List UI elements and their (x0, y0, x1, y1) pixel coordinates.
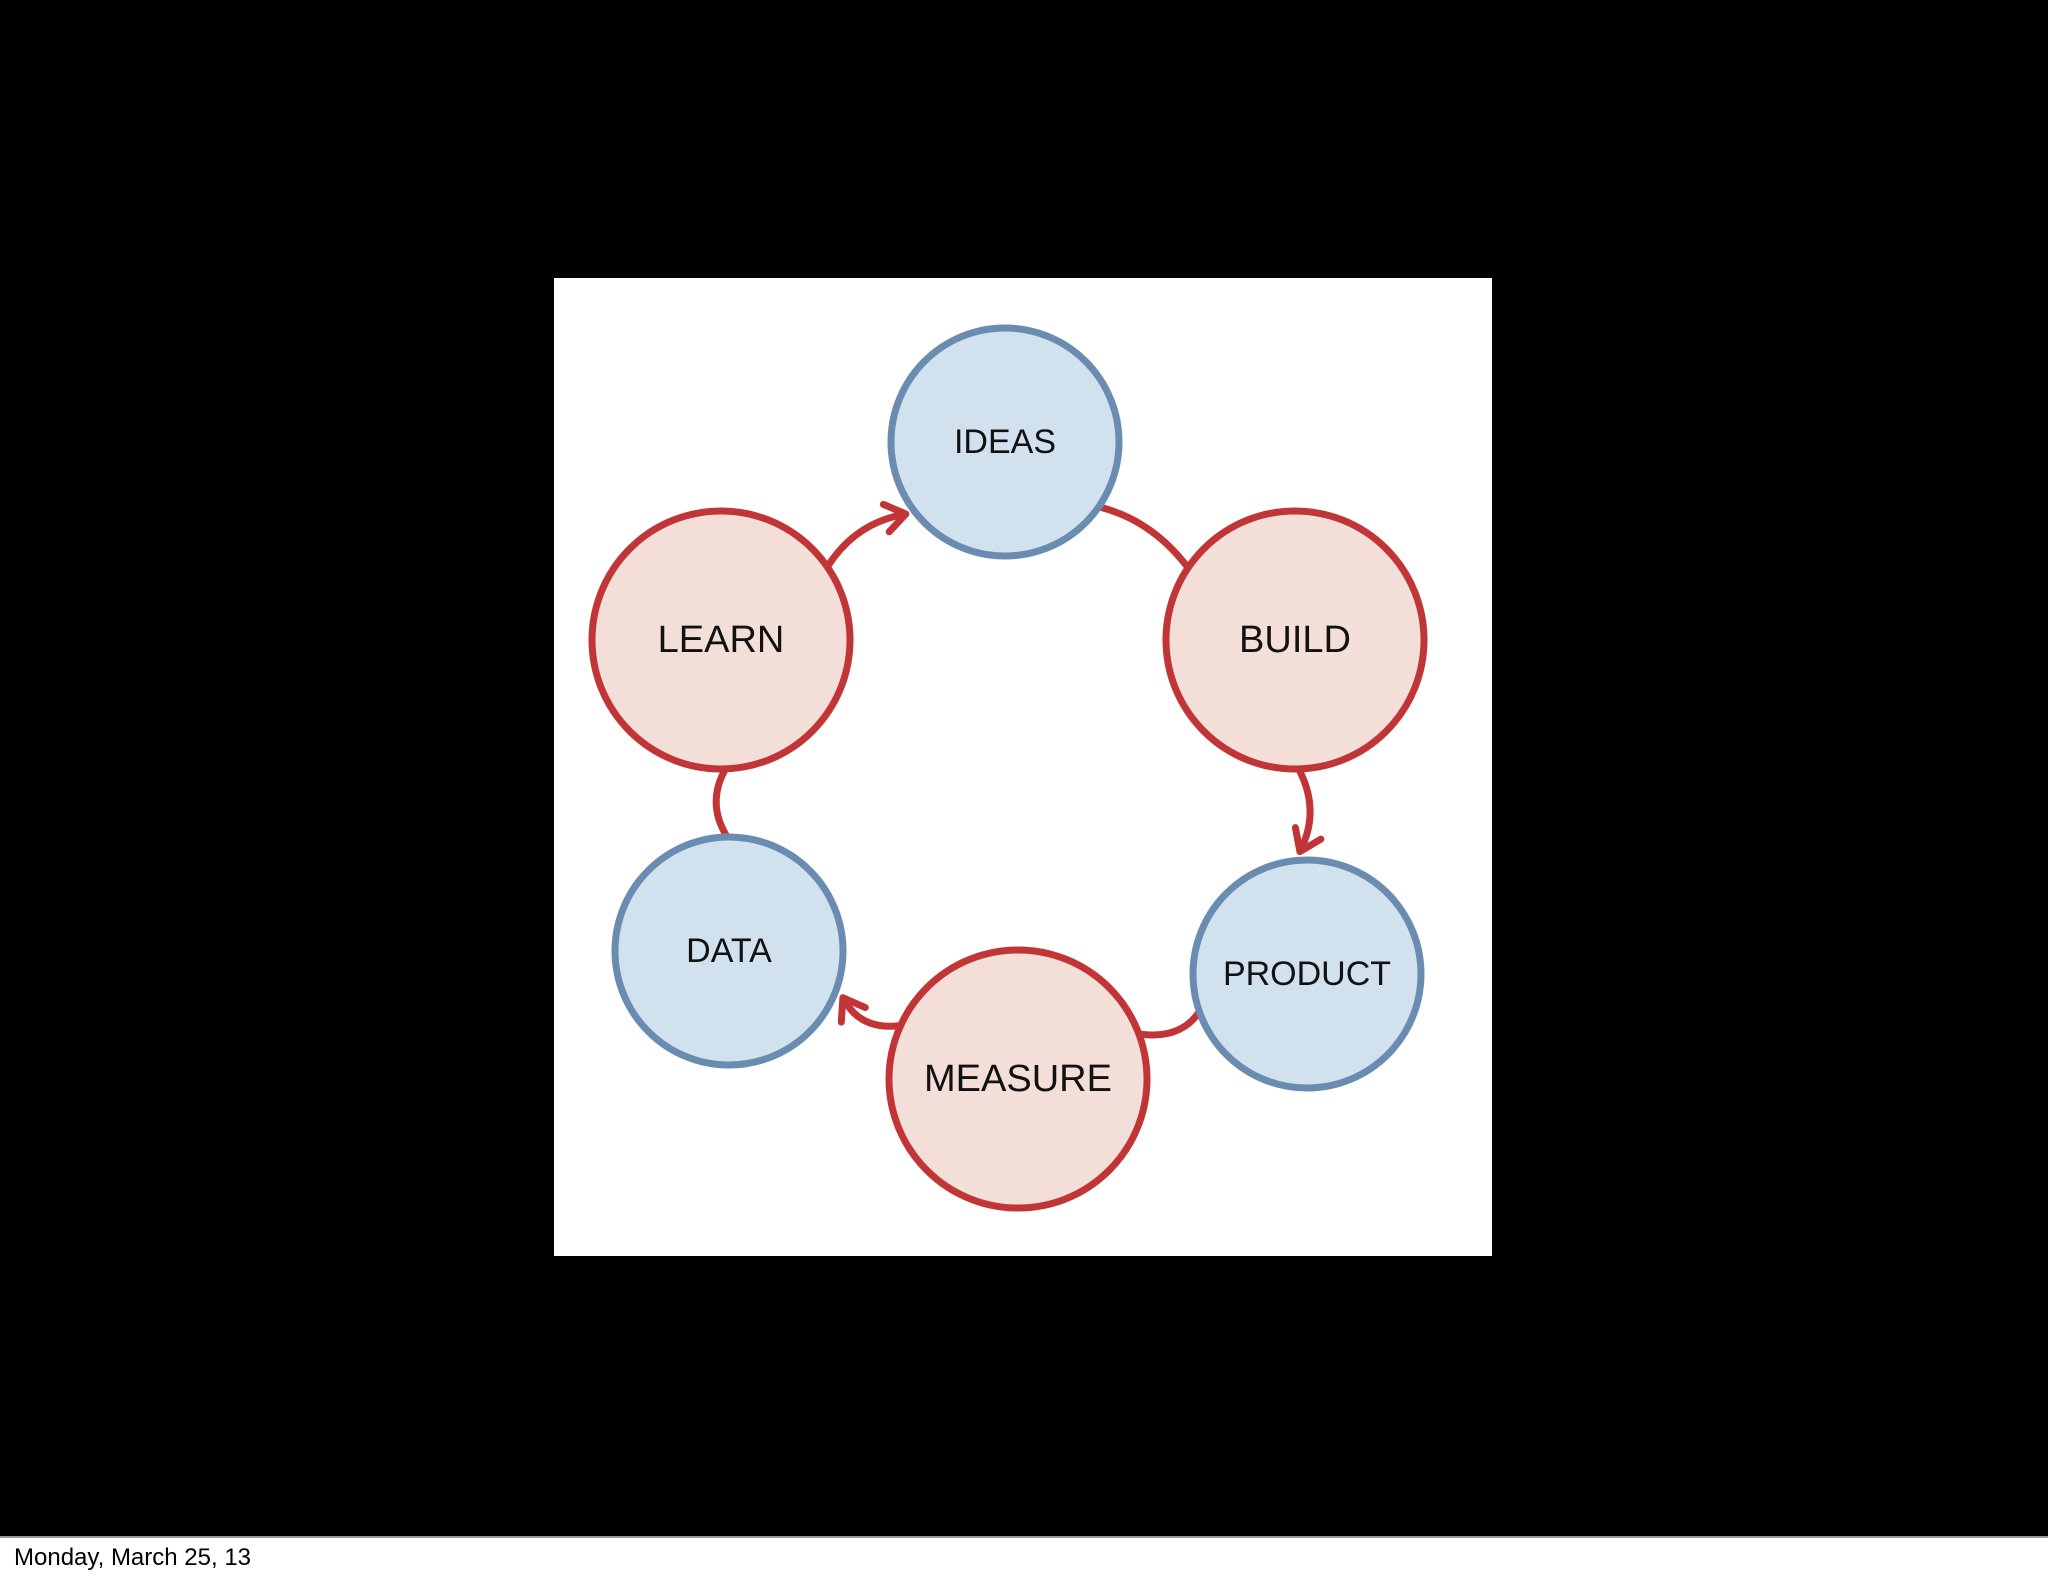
node-ideas-circle (887, 324, 1123, 560)
node-measure: MEASURE (885, 946, 1151, 1212)
cycle-diagram: IDEAS BUILD PRODUCT MEASURE DATA LEARN (588, 324, 1428, 1212)
footer-bar: Monday, March 25, 13 (0, 1536, 2048, 1576)
node-product-circle (1189, 856, 1425, 1092)
connector-data-to-learn (712, 767, 730, 839)
connector-learn-to-ideas (825, 511, 904, 569)
node-layer: IDEAS BUILD PRODUCT MEASURE DATA LEARN (588, 324, 1428, 1212)
node-ideas-label: IDEAS (954, 423, 1056, 461)
diagram-panel: IDEAS BUILD PRODUCT MEASURE DATA LEARN (554, 278, 1492, 1256)
node-learn-label: LEARN (658, 619, 785, 661)
node-product: PRODUCT (1189, 856, 1425, 1092)
node-build-circle (1162, 507, 1428, 773)
footer-date: Monday, March 25, 13 (14, 1544, 252, 1571)
arrowhead-product (1291, 824, 1325, 856)
connector-layer (712, 500, 1325, 1039)
connector-measure-to-data (842, 999, 902, 1030)
node-learn-circle (588, 507, 854, 773)
node-data-circle (611, 833, 847, 1069)
node-measure-circle (885, 946, 1151, 1212)
node-data: DATA (611, 833, 847, 1069)
node-build-label: BUILD (1239, 619, 1351, 661)
arrowhead-data (837, 994, 869, 1026)
connector-build-to-product (1296, 767, 1314, 850)
node-product-label: PRODUCT (1223, 955, 1391, 993)
connector-product-to-measure (1137, 1010, 1202, 1039)
slide-background: IDEAS BUILD PRODUCT MEASURE DATA LEARN (0, 0, 2048, 1536)
node-measure-label: MEASURE (924, 1058, 1112, 1100)
node-build: BUILD (1162, 507, 1428, 773)
arrowhead-ideas (879, 500, 910, 536)
connector-ideas-to-build (1097, 503, 1191, 570)
node-data-label: DATA (686, 932, 772, 970)
node-learn: LEARN (588, 507, 854, 773)
node-ideas: IDEAS (887, 324, 1123, 560)
